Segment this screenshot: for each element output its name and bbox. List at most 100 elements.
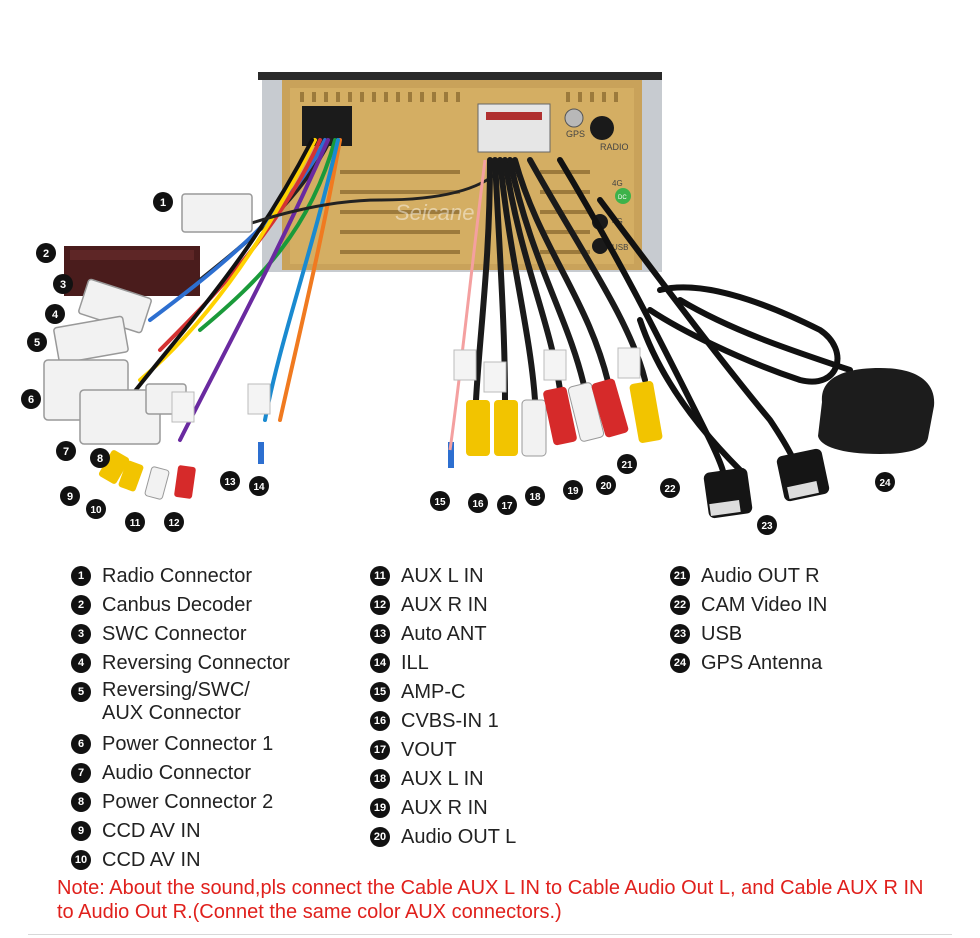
- callout-19: 19: [563, 480, 583, 500]
- head-unit: GPS RADIO 4G DC 4G USB Seicane: [258, 72, 662, 272]
- legend-item: 9 CCD AV IN: [71, 818, 290, 847]
- legend-number: 16: [370, 711, 390, 731]
- svg-text:21: 21: [621, 460, 633, 471]
- svg-text:5: 5: [34, 337, 40, 349]
- wiring-note: Note: About the sound,pls connect the Ca…: [57, 877, 924, 923]
- legend-item: 19 AUX R IN: [370, 795, 516, 824]
- legend-label: AUX L IN: [401, 768, 484, 790]
- legend-item: 2 Canbus Decoder: [71, 592, 290, 621]
- legend-label: AMP-C: [401, 681, 466, 703]
- svg-text:9: 9: [67, 491, 73, 503]
- callout-15: 15: [430, 491, 450, 511]
- svg-text:17: 17: [501, 501, 513, 512]
- callout-13: 13: [220, 471, 240, 491]
- callout-5: 5: [27, 332, 47, 352]
- callout-23: 23: [757, 515, 777, 535]
- svg-text:11: 11: [130, 518, 141, 529]
- legend-item: 23 USB: [670, 621, 827, 650]
- legend-label: Audio OUT L: [401, 826, 517, 848]
- svg-text:12: 12: [168, 518, 180, 529]
- legend-label: Reversing Connector: [102, 652, 290, 674]
- gps-port-label: GPS: [566, 129, 585, 139]
- legend-label: CCD AV IN: [102, 820, 201, 842]
- legend-item: 17 VOUT: [370, 737, 516, 766]
- radio-port-label: RADIO: [600, 142, 629, 152]
- legend-item: 15 AMP-C: [370, 679, 516, 708]
- callout-4: 4: [45, 304, 65, 324]
- legend-number: 2: [71, 595, 91, 615]
- legend-number: 13: [370, 624, 390, 644]
- gps-antenna-puck: [818, 368, 935, 454]
- callout-9: 9: [60, 486, 80, 506]
- svg-text:6: 6: [28, 394, 34, 406]
- legend-number: 5: [71, 682, 91, 702]
- legend-label: VOUT: [401, 739, 457, 761]
- callout-18: 18: [525, 486, 545, 506]
- legend-item: 22 CAM Video IN: [670, 592, 827, 621]
- svg-text:3: 3: [60, 279, 66, 291]
- svg-text:4: 4: [52, 309, 59, 321]
- callout-24: 24: [875, 472, 895, 492]
- svg-text:7: 7: [63, 446, 69, 458]
- callout-8: 8: [90, 448, 110, 468]
- legend-item: 11 AUX L IN: [370, 563, 516, 592]
- svg-text:2: 2: [43, 248, 49, 260]
- legend-number: 4: [71, 653, 91, 673]
- legend-label: Radio Connector: [102, 565, 253, 587]
- legend-number: 6: [71, 734, 91, 754]
- legend-number: 20: [370, 827, 390, 847]
- legend-number: 8: [71, 792, 91, 812]
- legend-number: 19: [370, 798, 390, 818]
- legend-label: AUX R IN: [401, 797, 488, 819]
- legend-number: 3: [71, 624, 91, 644]
- svg-text:19: 19: [567, 486, 579, 497]
- legend-label: GPS Antenna: [701, 652, 823, 674]
- watermark: Seicane: [395, 200, 475, 225]
- svg-text:24: 24: [879, 478, 891, 489]
- svg-text:1: 1: [160, 197, 166, 209]
- svg-text:23: 23: [761, 521, 773, 532]
- callout-10: 10: [86, 499, 106, 519]
- callout-11: 11: [125, 512, 145, 532]
- legend-item: 13 Auto ANT: [370, 621, 516, 650]
- svg-text:14: 14: [253, 482, 265, 493]
- legend-number: 11: [370, 566, 390, 586]
- legend-number: 21: [670, 566, 690, 586]
- legend-label: AUX R IN: [401, 594, 488, 616]
- legend-label: AUX L IN: [401, 565, 484, 587]
- legend-label: CAM Video IN: [701, 594, 828, 616]
- legend-label: USB: [701, 623, 743, 645]
- legend-number: 22: [670, 595, 690, 615]
- legend-label: Canbus Decoder: [102, 594, 253, 616]
- legend-item: 4 Reversing Connector: [71, 650, 290, 679]
- callout-16: 16: [468, 493, 488, 513]
- legend-number: 24: [670, 653, 690, 673]
- swc-connector-plug: [53, 315, 129, 364]
- legend-item: 6 Power Connector 1: [71, 731, 290, 760]
- legend-label: Power Connector 1: [102, 733, 274, 755]
- legend-label: Auto ANT: [401, 623, 487, 645]
- legend-number: 15: [370, 682, 390, 702]
- svg-text:8: 8: [97, 453, 103, 465]
- callout-12: 12: [164, 512, 184, 532]
- svg-text:16: 16: [472, 499, 484, 510]
- legend-number: 9: [71, 821, 91, 841]
- svg-text:22: 22: [664, 484, 676, 495]
- legend-number: 7: [71, 763, 91, 783]
- svg-text:18: 18: [529, 492, 541, 503]
- callout-7: 7: [56, 441, 76, 461]
- dc-label: DC: [618, 195, 627, 201]
- callout-badges: 1 2 3 4 5 6 7 8 9 10 11 12 13 14 15 16 1…: [21, 192, 895, 535]
- legend-number: 17: [370, 740, 390, 760]
- legend-label: ILL: [401, 652, 429, 674]
- legend-number: 23: [670, 624, 690, 644]
